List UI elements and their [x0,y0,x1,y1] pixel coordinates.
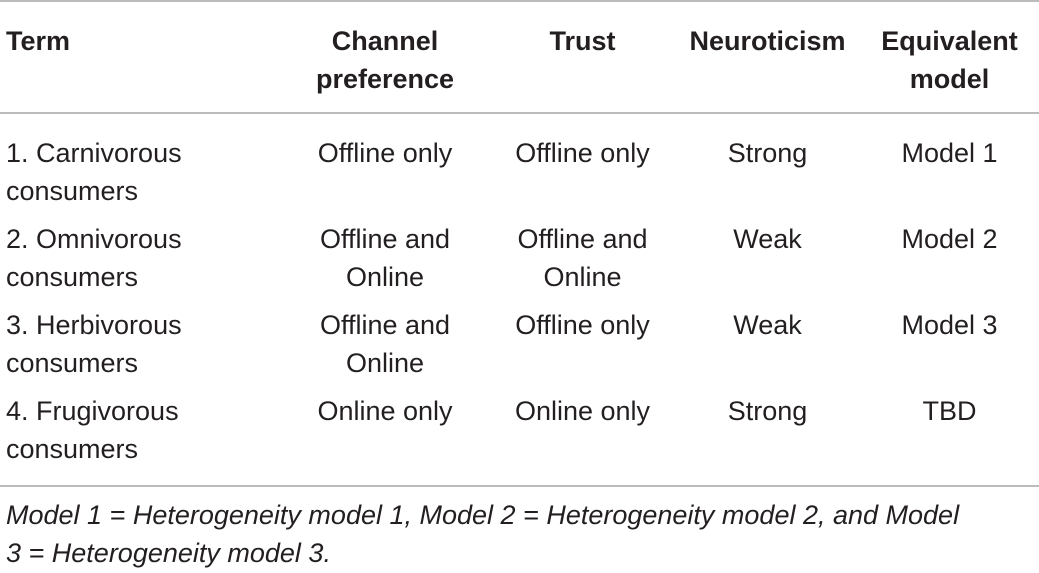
cell-neuroticism: Weak [675,306,860,392]
cell-trust: Offline and Online [490,220,675,306]
cell-trust: Offline only [490,306,675,392]
equivalent-value: Model 3 [901,310,998,340]
cell-channel-preference: Online only [280,392,490,478]
cell-term: 4. Frugivorous consumers [0,392,280,478]
cell-term: 3. Herbivorous consumers [0,306,280,392]
equivalent-value: Model 2 [901,224,998,254]
cell-equivalent-model: Model 3 [860,306,1039,392]
table-row: 3. Herbivorous consumers Offline and Onl… [0,306,1039,392]
neuroticism-value: Strong [727,138,808,168]
cell-equivalent-model: Model 1 [860,112,1039,220]
header-channel-preference: Channel preference [280,0,490,112]
cell-equivalent-model: Model 2 [860,220,1039,306]
footnote-line1: Model 1 = Heterogeneity model 1, Model 2… [6,500,960,530]
neuroticism-value: Weak [733,224,802,254]
term-line1: 1. Carnivorous [6,138,182,168]
header-trust-label: Trust [549,26,616,56]
term-line1: 2. Omnivorous [6,224,182,254]
term-line2: consumers [6,262,139,292]
header-neuroticism-label: Neuroticism [689,26,846,56]
term-line2: consumers [6,348,139,378]
neuroticism-value: Strong [727,396,808,426]
cell-term: 1. Carnivorous consumers [0,112,280,220]
header-trust: Trust [490,0,675,112]
cell-channel-preference: Offline and Online [280,220,490,306]
trust-line1: Online only [514,396,651,426]
term-line2: consumers [6,176,139,206]
channel-line2: Online [345,262,425,292]
equivalent-value: Model 1 [901,138,998,168]
cell-neuroticism: Strong [675,392,860,478]
table-row: 4. Frugivorous consumers Online only Onl… [0,392,1039,478]
table-row: 2. Omnivorous consumers Offline and Onli… [0,220,1039,306]
cell-channel-preference: Offline and Online [280,306,490,392]
cell-trust: Online only [490,392,675,478]
top-rule [0,0,1039,2]
channel-line1: Offline and [319,224,451,254]
channel-line1: Offline and [319,310,451,340]
table-row: 1. Carnivorous consumers Offline only Of… [0,112,1039,220]
term-line1: 3. Herbivorous [6,310,182,340]
term-line1: 4. Frugivorous [6,396,179,426]
header-row: Term Channel preference Trust Neuroticis… [0,0,1039,112]
footnote-line2: 3 = Heterogeneity model 3. [6,538,331,568]
channel-line2: Online [345,348,425,378]
trust-line1: Offline only [515,310,650,340]
bottom-rule [0,485,1039,487]
table-footnote: Model 1 = Heterogeneity model 1, Model 2… [6,496,1036,572]
cell-channel-preference: Offline only [280,112,490,220]
cell-trust: Offline only [490,112,675,220]
header-equivalent-model: Equivalent model [860,0,1039,112]
cell-neuroticism: Weak [675,220,860,306]
cell-neuroticism: Strong [675,112,860,220]
header-term: Term [0,0,280,112]
trust-line1: Offline only [515,138,650,168]
cell-term: 2. Omnivorous consumers [0,220,280,306]
channel-line1: Offline only [317,138,453,168]
header-rule [0,112,1039,114]
channel-line1: Online only [317,396,453,426]
header-neuroticism: Neuroticism [675,0,860,112]
header-channel-line1: Channel [331,26,439,56]
cell-equivalent-model: TBD [860,392,1039,478]
header-channel-line2: preference [315,64,455,94]
data-table: Term Channel preference Trust Neuroticis… [0,0,1039,478]
term-line2: consumers [6,434,139,464]
header-equivalent-line2: model [909,64,990,94]
trust-line2: Online [543,262,622,292]
equivalent-value: TBD [922,396,977,426]
neuroticism-value: Weak [733,310,802,340]
trust-line1: Offline and [517,224,648,254]
header-term-label: Term [6,26,71,56]
header-equivalent-line1: Equivalent [881,26,1018,56]
